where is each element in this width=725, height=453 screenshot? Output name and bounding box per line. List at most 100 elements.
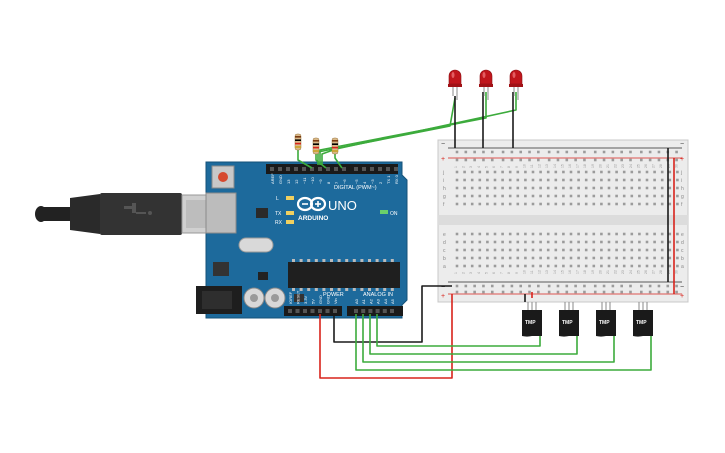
breadboard-hole[interactable] [531, 264, 535, 268]
rail-hole[interactable] [640, 284, 643, 288]
breadboard-hole[interactable] [577, 202, 580, 206]
breadboard-hole[interactable] [600, 256, 603, 260]
breadboard-hole[interactable] [493, 264, 497, 268]
breadboard-hole[interactable] [592, 178, 596, 182]
breadboard-hole[interactable] [630, 170, 634, 174]
breadboard-hole[interactable] [493, 202, 497, 206]
rail-hole[interactable] [611, 290, 615, 294]
breadboard-hole[interactable] [455, 248, 459, 252]
breadboard-hole[interactable] [615, 170, 618, 174]
breadboard-hole[interactable] [463, 178, 466, 182]
breadboard-hole[interactable] [493, 248, 497, 252]
breadboard-hole[interactable] [630, 256, 634, 260]
breadboard-hole[interactable] [569, 194, 573, 198]
analog-pin-hole[interactable] [354, 309, 358, 313]
digital-pin-hole[interactable] [278, 167, 282, 171]
breadboard-hole[interactable] [478, 186, 482, 190]
breadboard-hole[interactable] [562, 170, 565, 174]
rail-hole[interactable] [528, 158, 531, 162]
breadboard-hole[interactable] [569, 256, 573, 260]
breadboard-hole[interactable] [478, 264, 482, 268]
digital-pin-hole[interactable] [386, 167, 390, 171]
rail-hole[interactable] [657, 284, 661, 288]
breadboard-hole[interactable] [653, 202, 656, 206]
breadboard-hole[interactable] [668, 178, 672, 182]
breadboard-hole[interactable] [470, 194, 474, 198]
breadboard-hole[interactable] [463, 186, 466, 190]
breadboard-hole[interactable] [668, 240, 672, 244]
breadboard-hole[interactable] [554, 248, 558, 252]
breadboard-hole[interactable] [546, 256, 550, 260]
breadboard-hole[interactable] [546, 194, 550, 198]
digital-pin-hole[interactable] [334, 167, 338, 171]
rail-hole[interactable] [648, 150, 652, 154]
breadboard-hole[interactable] [668, 186, 672, 190]
breadboard-hole[interactable] [531, 194, 535, 198]
breadboard-hole[interactable] [630, 264, 634, 268]
power-pin-hole[interactable] [310, 309, 315, 313]
breadboard-hole[interactable] [653, 232, 656, 236]
rail-hole[interactable] [620, 290, 623, 294]
breadboard-hole[interactable] [539, 202, 542, 206]
rail-hole[interactable] [510, 284, 514, 288]
rail-hole[interactable] [657, 290, 661, 294]
digital-pin-hole[interactable] [342, 167, 346, 171]
breadboard-hole[interactable] [516, 248, 520, 252]
rail-hole[interactable] [629, 284, 632, 288]
breadboard-hole[interactable] [554, 264, 558, 268]
breadboard-hole[interactable] [600, 202, 603, 206]
breadboard-hole[interactable] [584, 240, 588, 244]
breadboard-hole[interactable] [615, 194, 618, 198]
breadboard-hole[interactable] [653, 248, 656, 252]
breadboard-hole[interactable] [615, 256, 618, 260]
breadboard-hole[interactable] [638, 256, 641, 260]
rail-hole[interactable] [574, 150, 577, 154]
breadboard-hole[interactable] [638, 202, 641, 206]
rail-hole[interactable] [629, 290, 632, 294]
rail-hole[interactable] [510, 158, 514, 162]
breadboard-hole[interactable] [622, 194, 626, 198]
breadboard-hole[interactable] [531, 256, 535, 260]
breadboard-hole[interactable] [638, 232, 641, 236]
rail-hole[interactable] [510, 150, 514, 154]
breadboard-hole[interactable] [493, 170, 497, 174]
breadboard-hole[interactable] [486, 232, 489, 236]
rail-hole[interactable] [620, 158, 623, 162]
rail-hole[interactable] [482, 290, 485, 294]
digital-pin-hole[interactable] [378, 167, 382, 171]
breadboard-hole[interactable] [607, 186, 611, 190]
breadboard-hole[interactable] [622, 186, 626, 190]
power-pin-hole[interactable] [303, 309, 307, 313]
rail-hole[interactable] [547, 158, 551, 162]
breadboard-hole[interactable] [508, 248, 512, 252]
breadboard-hole[interactable] [653, 194, 656, 198]
breadboard-hole[interactable] [493, 256, 497, 260]
breadboard-hole[interactable] [676, 248, 679, 252]
breadboard-hole[interactable] [645, 202, 649, 206]
rail-hole[interactable] [611, 284, 615, 288]
breadboard-hole[interactable] [600, 264, 603, 268]
breadboard-hole[interactable] [562, 256, 565, 260]
digital-pin-hole[interactable] [354, 167, 358, 171]
rail-hole[interactable] [583, 284, 586, 288]
breadboard-hole[interactable] [516, 232, 520, 236]
breadboard-hole[interactable] [660, 232, 664, 236]
rail-hole[interactable] [547, 150, 551, 154]
breadboard-hole[interactable] [470, 178, 474, 182]
rail-hole[interactable] [593, 284, 597, 288]
rail-hole[interactable] [640, 158, 643, 162]
breadboard-hole[interactable] [508, 256, 512, 260]
breadboard-hole[interactable] [554, 170, 558, 174]
breadboard-hole[interactable] [516, 240, 520, 244]
breadboard-hole[interactable] [455, 202, 459, 206]
breadboard-hole[interactable] [622, 170, 626, 174]
breadboard-hole[interactable] [584, 178, 588, 182]
rail-hole[interactable] [583, 150, 586, 154]
breadboard-hole[interactable] [531, 186, 535, 190]
digital-pin-hole[interactable] [394, 167, 398, 171]
breadboard-hole[interactable] [569, 232, 573, 236]
breadboard-hole[interactable] [607, 264, 611, 268]
breadboard-hole[interactable] [554, 178, 558, 182]
rail-hole[interactable] [574, 284, 577, 288]
breadboard-hole[interactable] [668, 202, 672, 206]
